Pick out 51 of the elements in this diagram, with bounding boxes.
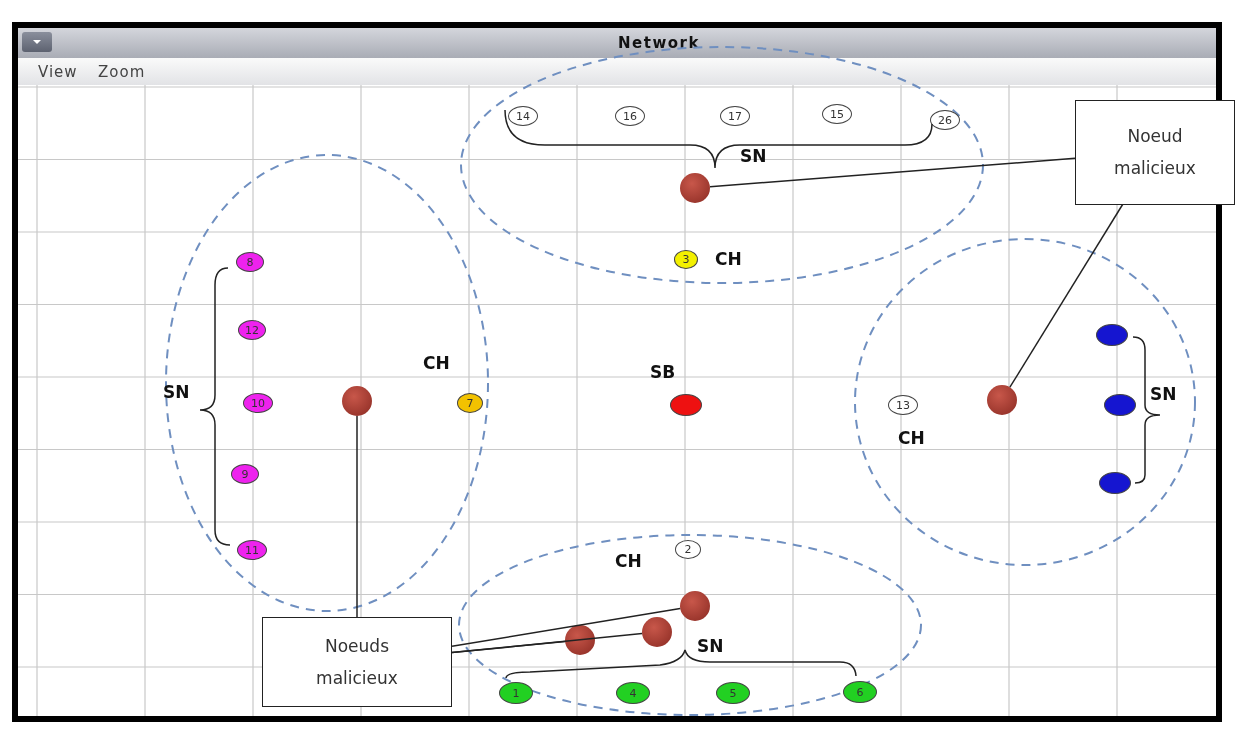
group-label: SN <box>740 146 767 166</box>
malicious-node <box>680 591 710 621</box>
leader-line <box>1009 203 1124 388</box>
group-label: SN <box>697 636 724 656</box>
menu-item: View <box>38 63 78 81</box>
sensor-node: 9 <box>231 464 259 484</box>
sensor-node: 11 <box>237 540 267 560</box>
sensor-node <box>1099 472 1131 494</box>
malicious-node <box>642 617 672 647</box>
node-label: SB <box>650 362 676 382</box>
sensor-node: 17 <box>720 106 750 126</box>
sensor-node: 15 <box>822 104 852 124</box>
menu-item: Zoom <box>98 63 146 81</box>
sensor-node: 8 <box>236 252 264 272</box>
sensor-node: 2 <box>675 539 701 559</box>
leader-line <box>709 157 1076 188</box>
node-label: CH <box>715 249 742 269</box>
cluster-head-node: 3 <box>674 249 698 269</box>
sensor-node <box>1104 394 1136 416</box>
leader-line <box>451 640 566 654</box>
callout-box: Noeud malicieux <box>1075 99 1235 205</box>
sensor-node: 4 <box>616 682 650 704</box>
sensor-node: 6 <box>843 681 877 703</box>
cluster-ellipse <box>853 237 1197 567</box>
group-label: SN <box>1150 384 1177 404</box>
leader-line <box>451 607 681 648</box>
callout-box: Noeuds malicieux <box>262 617 452 707</box>
sensor-node <box>1096 324 1128 346</box>
cluster-ellipse <box>164 153 490 613</box>
sensor-node: 5 <box>716 682 750 704</box>
cluster-head-node: 7 <box>457 393 483 413</box>
sensor-node: 26 <box>930 110 960 130</box>
malicious-node <box>342 386 372 416</box>
node-label: CH <box>615 551 642 571</box>
malicious-node <box>680 173 710 203</box>
window-title: Network <box>618 34 700 52</box>
node-label: CH <box>423 353 450 373</box>
sink-node <box>670 394 702 416</box>
leader-line <box>451 632 643 654</box>
sensor-node: 1 <box>499 682 533 704</box>
sensor-node: 13 <box>888 395 918 415</box>
malicious-node <box>565 625 595 655</box>
sensor-node: 10 <box>243 393 273 413</box>
cluster-ellipse <box>457 533 923 717</box>
group-label: SN <box>163 382 190 402</box>
malicious-node <box>987 385 1017 415</box>
sensor-node: 14 <box>508 106 538 126</box>
node-label: CH <box>898 428 925 448</box>
leader-line <box>356 415 358 618</box>
sensor-node: 12 <box>238 320 266 340</box>
sensor-node: 16 <box>615 106 645 126</box>
